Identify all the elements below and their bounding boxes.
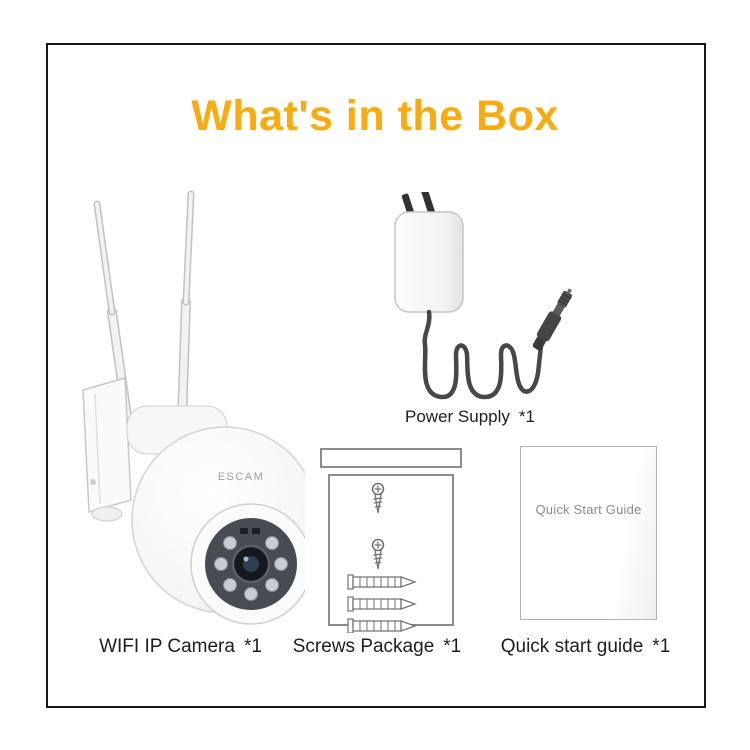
- camera-lens-face: [190, 503, 305, 625]
- screws-qty: *1: [443, 636, 462, 657]
- camera-qty: *1: [243, 636, 262, 657]
- ir-led-ring: [214, 536, 288, 601]
- wall-bracket: [82, 377, 132, 522]
- dc-connector-icon: [532, 288, 573, 351]
- screw-icons: [371, 482, 385, 570]
- power-supply-illustration: [394, 192, 573, 400]
- camera-caption: WIFI IP Camera *1: [58, 636, 303, 658]
- page-title: What's in the Box: [191, 92, 559, 140]
- camera-label: WIFI IP Camera: [99, 636, 235, 657]
- guide-qty: *1: [652, 636, 671, 657]
- power-supply-caption: Power Supply *1: [370, 407, 570, 427]
- wall-anchor-icons: [347, 574, 417, 633]
- guide-cover-title: Quick Start Guide: [535, 502, 642, 517]
- wifi-camera-illustration: ESCAM: [82, 190, 305, 625]
- adapter-body: [394, 211, 464, 313]
- guide-caption: Quick start guide *1: [478, 636, 693, 658]
- antenna-right-icon: [177, 190, 195, 425]
- power-supply-label: Power Supply: [405, 407, 510, 426]
- screws-package-illustration: [320, 448, 462, 633]
- quick-start-guide-booklet: Quick Start Guide: [520, 446, 657, 620]
- screws-label: Screws Package: [292, 636, 435, 657]
- power-supply-qty: *1: [518, 407, 535, 426]
- package-lid: [320, 448, 462, 468]
- power-cable: [422, 309, 544, 400]
- camera-brand-text: ESCAM: [218, 471, 265, 483]
- screws-caption: Screws Package *1: [282, 636, 472, 658]
- guide-label: Quick start guide: [500, 636, 644, 657]
